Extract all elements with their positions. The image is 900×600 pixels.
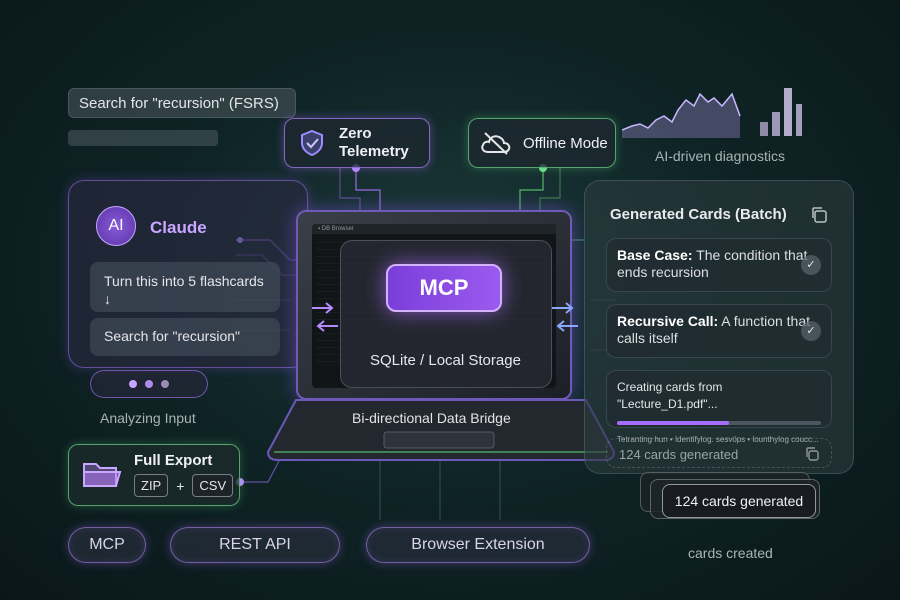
mcp-pill[interactable]: MCP: [68, 527, 146, 563]
chat-message-text: Turn this into 5 flashcards ↓: [104, 273, 264, 307]
cards-generated-badge: 124 cards generated: [662, 484, 816, 518]
typing-dot: [129, 380, 137, 388]
diagnostics-bar: [796, 104, 802, 136]
diagnostics-label: AI-driven diagnostics: [655, 148, 785, 164]
flashcard-definition: A function that calls itself: [617, 313, 811, 346]
diagnostics-sparkline: [622, 88, 802, 138]
copy-icon[interactable]: [810, 206, 828, 224]
assistant-name: Claude: [150, 218, 207, 237]
assistant-status: Analyzing Input: [100, 410, 196, 426]
progress-fill: [617, 421, 730, 425]
chat-message: Turn this into 5 flashcards ↓: [90, 262, 280, 312]
shield-icon: [301, 129, 323, 157]
search-query: Search for "recursion" (FSRS): [79, 95, 279, 112]
mcp-pill-label: MCP: [89, 536, 125, 553]
diagnostics-bar: [784, 88, 792, 136]
export-formats: ZIP + CSV: [134, 474, 234, 497]
arrow-right-icon: [552, 302, 574, 314]
badge-count: 124 cards generated: [674, 493, 804, 509]
storage-label: SQLite / Local Storage: [370, 352, 521, 369]
arrow-left-icon: [316, 320, 338, 332]
check-icon: ✓: [801, 321, 821, 341]
generation-progress-card: Creating cards from "Lecture_D1.pdf"... …: [606, 370, 832, 444]
csv-chip[interactable]: CSV: [192, 474, 234, 497]
rest-api-pill[interactable]: REST API: [170, 527, 340, 563]
generated-cards-title: Generated Cards (Batch): [610, 206, 787, 223]
typing-dot: [145, 380, 153, 388]
browser-extension-pill[interactable]: Browser Extension: [366, 527, 590, 563]
check-icon: ✓: [801, 255, 821, 275]
browser-extension-label: Browser Extension: [411, 536, 545, 553]
arrow-right-icon: [312, 302, 334, 314]
offline-mode-badge: Offline Mode: [468, 118, 616, 168]
laptop-base: [266, 399, 616, 461]
typing-indicator: [90, 370, 208, 398]
avatar-text: AI: [108, 217, 124, 234]
faded-count: 124 cards generated: [619, 447, 739, 462]
diagnostics-bar: [760, 122, 768, 136]
chat-search-input[interactable]: Search for "recursion": [90, 318, 280, 356]
cards-created-caption: cards created: [688, 545, 773, 561]
mcp-core-button[interactable]: MCP: [386, 264, 502, 312]
full-export-title: Full Export: [134, 452, 213, 469]
assistant-avatar: AI: [96, 206, 136, 246]
zero-telemetry-label: Zero Telemetry: [339, 125, 409, 160]
search-placeholder-bar: [68, 130, 218, 146]
rest-api-label: REST API: [219, 536, 291, 553]
flashcard-term: Base Case:: [617, 247, 693, 263]
zip-chip[interactable]: ZIP: [134, 474, 169, 497]
flashcard-definition: The condition that ends recursion: [617, 247, 808, 280]
copy-icon[interactable]: [804, 446, 820, 462]
zero-telemetry-badge: Zero Telemetry: [284, 118, 430, 168]
mcp-core-label: MCP: [419, 275, 469, 300]
search-bar[interactable]: Search for "recursion" (FSRS): [68, 88, 296, 118]
flashcard-item[interactable]: Recursive Call: A function that calls it…: [606, 304, 832, 358]
progress-subtext: Tetranting hun • Identifylog. sesvöps • …: [617, 435, 819, 444]
progress-track: [617, 421, 821, 425]
bridge-label: Bi-directional Data Bridge: [352, 410, 511, 426]
progress-text: Creating cards from "Lecture_D1.pdf"...: [617, 380, 723, 411]
arrow-left-icon: [556, 320, 578, 332]
flashcard-item[interactable]: Base Case: The condition that ends recur…: [606, 238, 832, 292]
flashcard-term: Recursive Call:: [617, 313, 719, 329]
cloud-offline-icon: [481, 132, 511, 155]
chat-search-text: Search for "recursion": [104, 328, 240, 344]
offline-mode-label: Offline Mode: [523, 134, 608, 152]
diagnostics-bar: [772, 112, 780, 136]
plus-sign: +: [176, 477, 185, 494]
cards-generated-faded: 124 cards generated: [606, 438, 832, 468]
folder-icon: [83, 463, 122, 487]
typing-dot: [161, 380, 169, 388]
